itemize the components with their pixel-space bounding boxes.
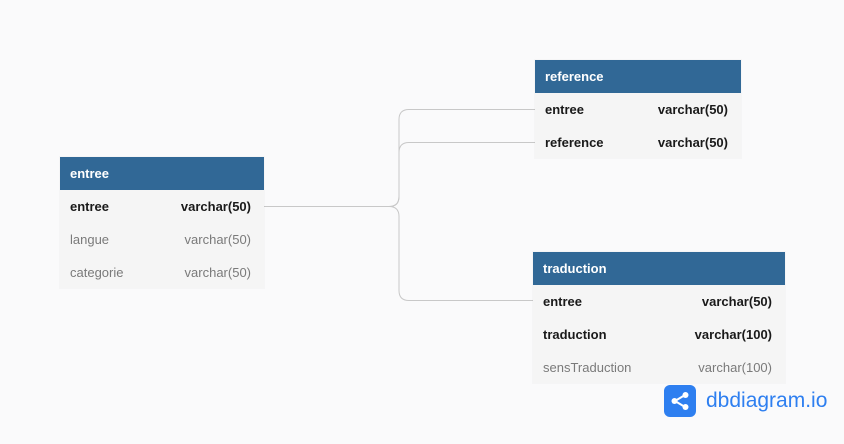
- column-type: varchar(50): [657, 102, 728, 117]
- column-name: sensTraduction: [543, 359, 632, 375]
- column-name: traduction: [543, 327, 607, 342]
- table-traduction[interactable]: traduction entree varchar(50) traduction…: [533, 252, 785, 383]
- table-row[interactable]: reference varchar(50): [535, 126, 741, 158]
- table-header[interactable]: entree: [60, 157, 264, 190]
- dbdiagram-logo[interactable]: dbdiagram.io: [664, 385, 827, 417]
- table-row[interactable]: entree varchar(50): [535, 93, 741, 126]
- connector-entree-to-reference-reference: [388, 142, 535, 207]
- table-reference[interactable]: reference entree varchar(50) reference v…: [535, 60, 741, 158]
- table-header[interactable]: reference: [535, 60, 741, 93]
- table-row[interactable]: entree varchar(50): [60, 190, 264, 223]
- table-row[interactable]: entree varchar(50): [533, 285, 785, 318]
- column-name: entree: [545, 102, 585, 117]
- column-type: varchar(50): [184, 232, 251, 247]
- column-name: langue: [70, 232, 110, 247]
- share-nodes-icon: [664, 385, 696, 417]
- table-row[interactable]: traduction varchar(100): [533, 318, 785, 351]
- table-row[interactable]: langue varchar(50): [60, 223, 264, 256]
- column-type: varchar(50): [184, 264, 251, 280]
- column-name: entree: [70, 199, 110, 214]
- column-type: varchar(50): [657, 134, 728, 150]
- table-header[interactable]: traduction: [533, 252, 785, 285]
- column-name: reference: [545, 134, 604, 150]
- table-entree[interactable]: entree entree varchar(50) langue varchar…: [60, 157, 264, 288]
- column-name: entree: [543, 294, 583, 309]
- column-type: varchar(50): [180, 199, 251, 214]
- column-type: varchar(50): [701, 294, 772, 309]
- connector-entree-to-traduction-entree: [388, 206, 533, 301]
- column-type: varchar(100): [698, 359, 772, 375]
- table-row[interactable]: categorie varchar(50): [60, 256, 264, 288]
- column-type: varchar(100): [694, 327, 772, 342]
- column-name: categorie: [70, 264, 124, 280]
- logo-text: dbdiagram.io: [706, 389, 828, 412]
- table-row[interactable]: sensTraduction varchar(100): [533, 351, 785, 383]
